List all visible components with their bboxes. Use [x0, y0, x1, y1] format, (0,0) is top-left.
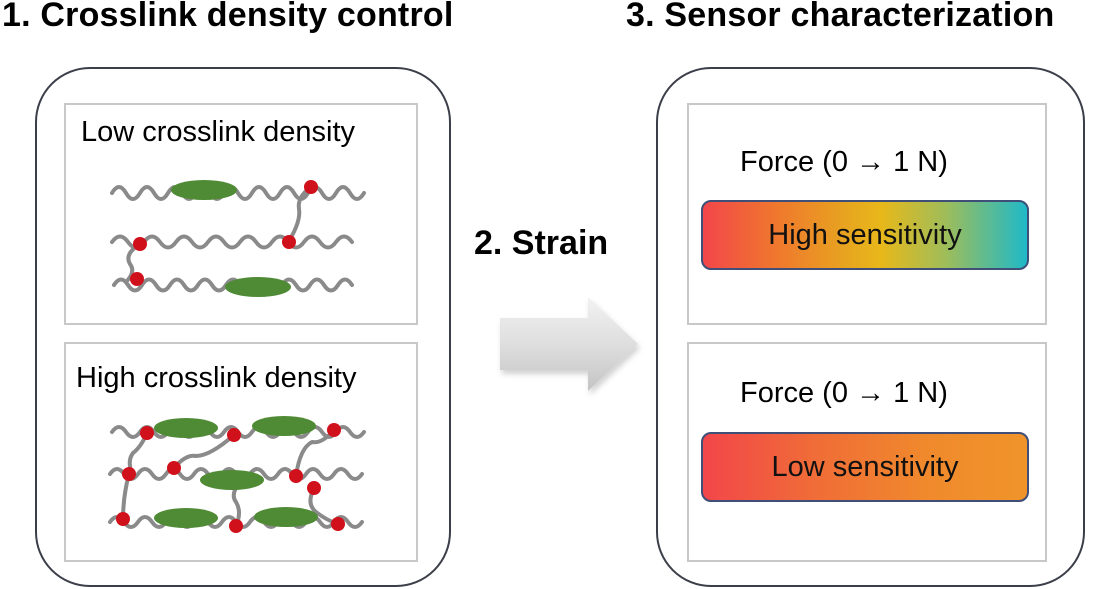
crosslink-chain [127, 431, 149, 475]
crosslink-point [167, 461, 181, 475]
low-sensitivity-text: Low sensitivity [771, 450, 959, 483]
crosslink-point [307, 481, 321, 495]
high-crosslink-points [116, 423, 345, 533]
force-label-low: Force (0 → 1 N) [740, 377, 948, 409]
crosslink-point [133, 237, 147, 251]
crosslink-chain [124, 242, 142, 284]
crosslink-chain [172, 433, 236, 470]
high-crosslink-label: High crosslink density [76, 362, 357, 394]
crosslink-point [140, 426, 154, 440]
polymer-chain [110, 234, 354, 250]
filler-particle [154, 508, 218, 528]
crosslink-point [327, 423, 341, 437]
step3-heading: 3. Sensor characterization [626, 0, 1055, 34]
high-sensitivity-bar: High sensitivity [701, 200, 1029, 270]
strain-arrow-icon [500, 297, 638, 391]
filler-particle [252, 416, 316, 436]
low-sensitivity-bar: Low sensitivity [701, 432, 1029, 502]
crosslink-point [122, 467, 136, 481]
crosslink-point [227, 428, 241, 442]
high-sensitivity-text: High sensitivity [768, 218, 962, 251]
crosslink-point [116, 512, 130, 526]
high-crosslink-fillers [154, 416, 318, 528]
crosslink-point [130, 272, 144, 286]
crosslink-chain [294, 428, 336, 478]
crosslink-point [304, 180, 318, 194]
filler-particle [225, 277, 291, 297]
force-label-high: Force (0 → 1 N) [740, 146, 948, 178]
crosslink-point [229, 519, 243, 533]
filler-particle [254, 507, 318, 527]
crosslink-point [331, 517, 345, 531]
crosslink-point [289, 469, 303, 483]
low-crosslink-network [110, 185, 366, 293]
low-crosslink-points [130, 180, 318, 286]
step1-heading: 1. Crosslink density control [2, 0, 454, 34]
crosslink-point [282, 235, 296, 249]
polymer-chain [112, 277, 354, 293]
low-crosslink-label: Low crosslink density [81, 116, 355, 148]
filler-particle [154, 418, 218, 438]
filler-particle [200, 470, 264, 490]
filler-particle [171, 180, 237, 200]
crosslink-chain [308, 486, 340, 526]
crosslink-chain [287, 185, 313, 243]
strain-label: 2. Strain [474, 224, 609, 262]
low-crosslink-fillers [171, 180, 291, 297]
polymer-chain [110, 185, 366, 201]
